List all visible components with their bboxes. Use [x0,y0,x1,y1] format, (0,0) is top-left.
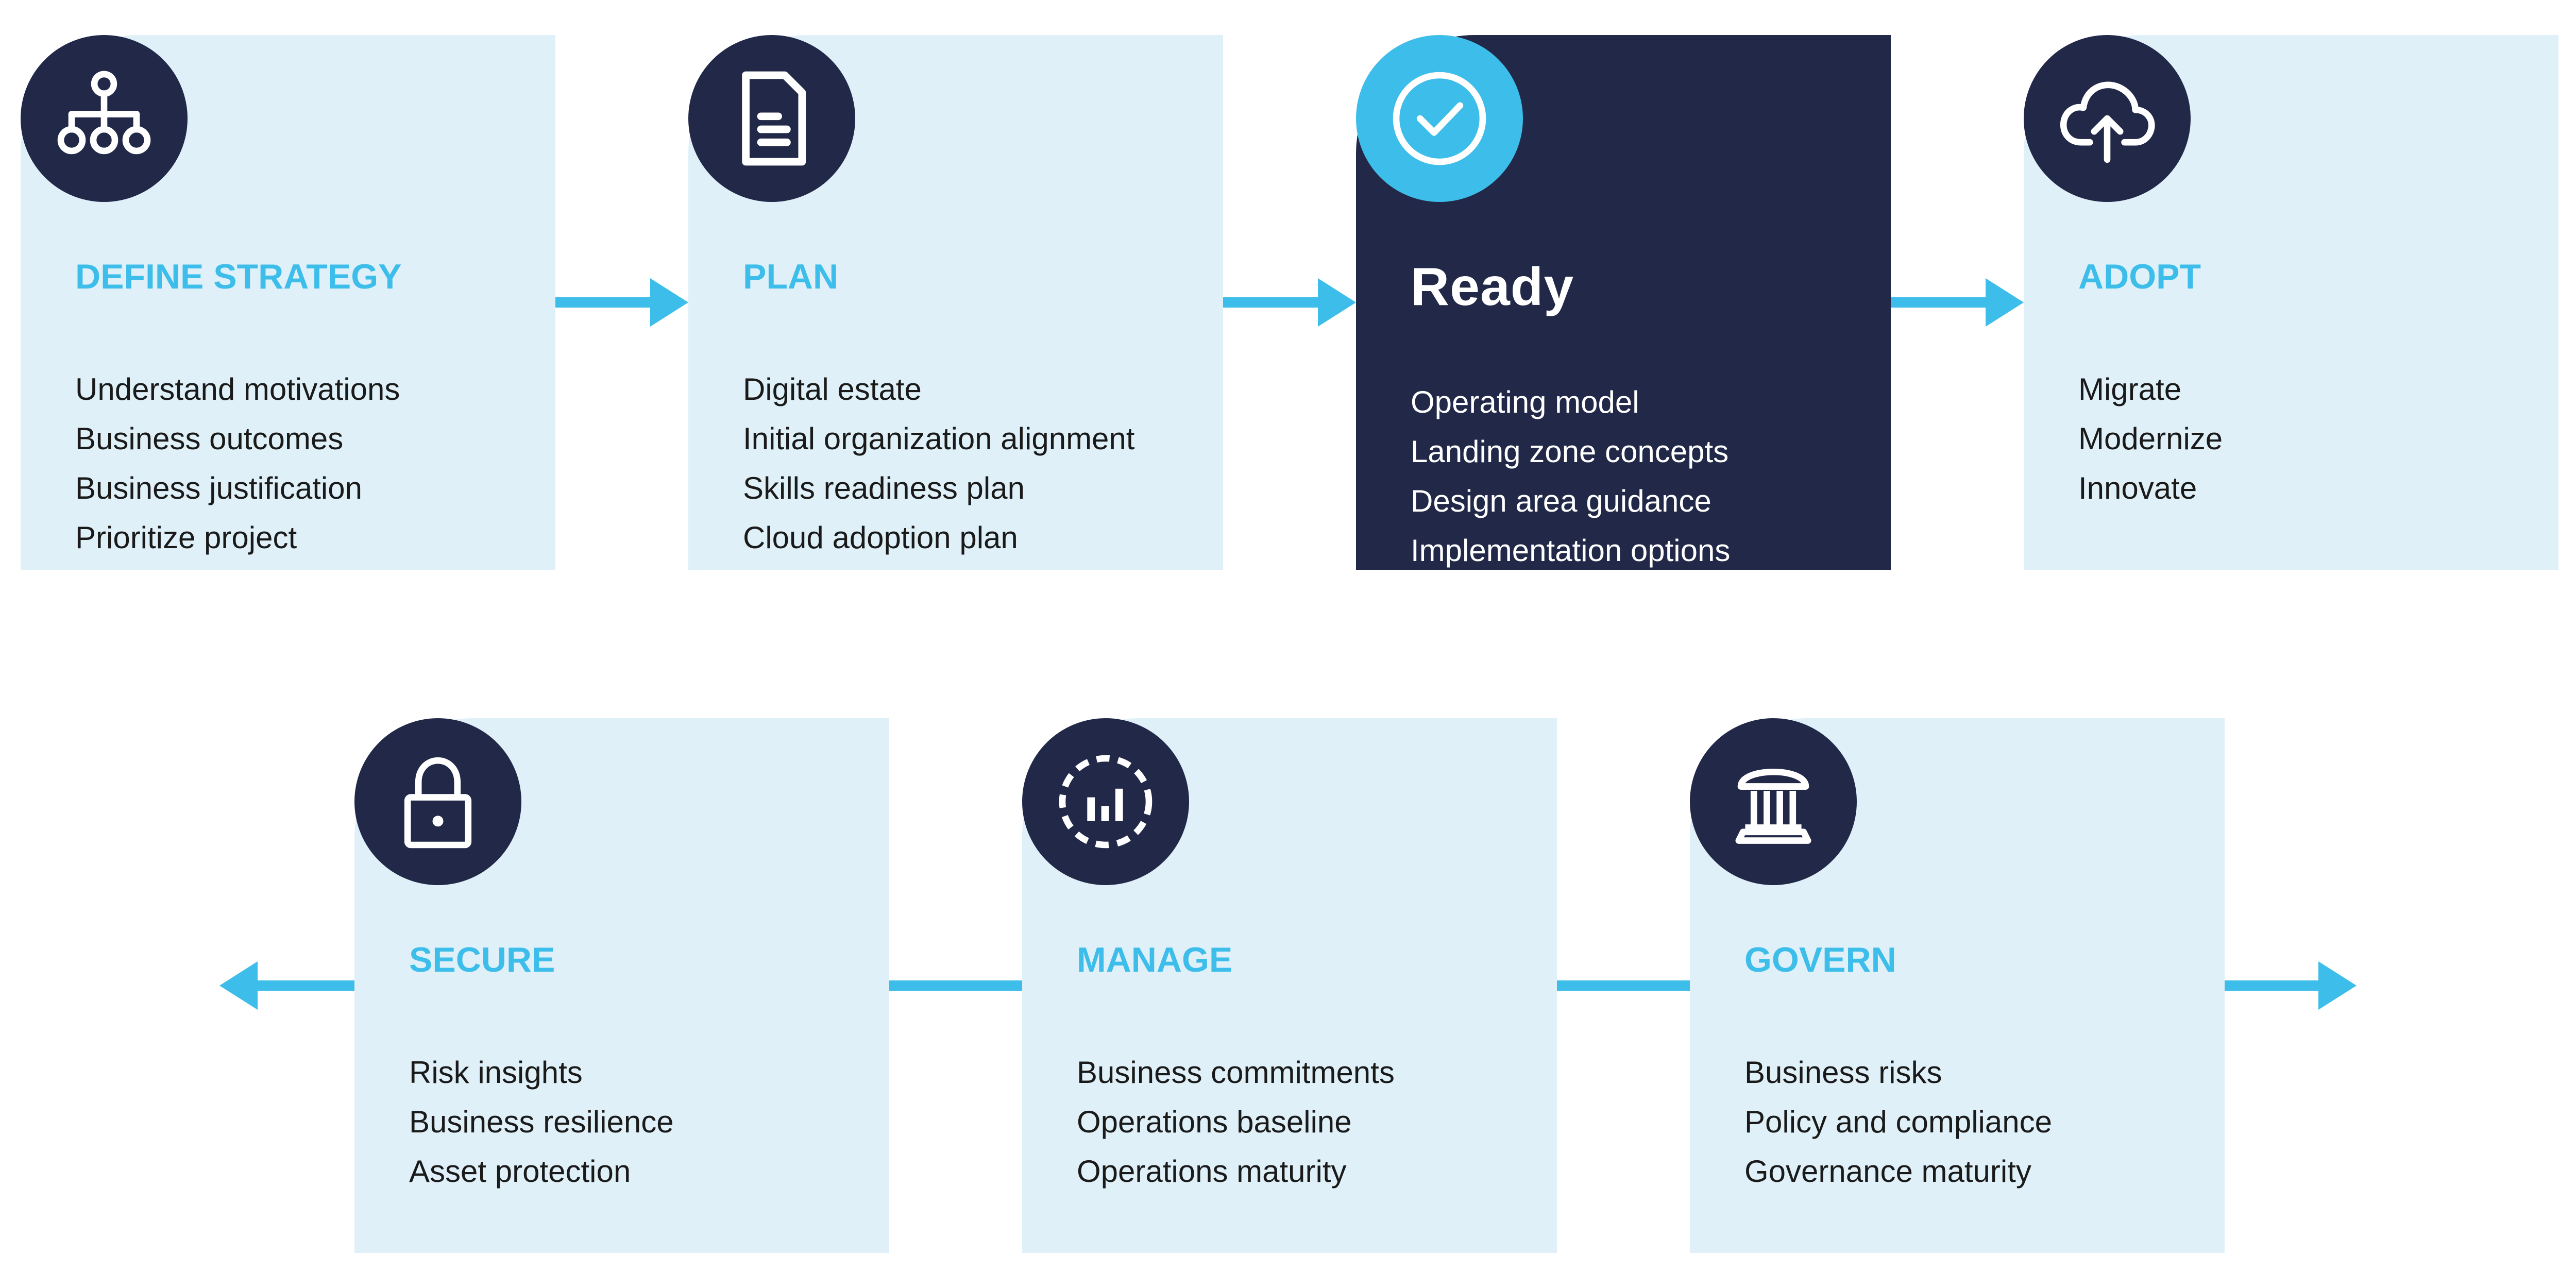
arrow-left-from-secure [219,961,355,1010]
card-item: Digital estate [743,372,922,406]
card-item: Business resilience [409,1105,674,1139]
card-item: Migrate [2078,372,2182,406]
card-title: MANAGE [1077,940,1233,979]
arrow-right-from-govern [2225,961,2357,1010]
card-item: Business justification [75,471,362,505]
card-items: Business commitments Operations baseline… [1077,1048,1395,1196]
card-title: PLAN [743,257,839,296]
arrow-plan-to-ready [1222,278,1356,327]
card-item: Cloud adoption plan [743,520,1018,555]
card-item: Prioritize project [75,520,297,555]
card-item: Skills readiness plan [743,471,1025,505]
card-item: Operating model [1411,385,1639,419]
card-items: Digital estate Initial organization alig… [743,365,1134,563]
card-item: Governance maturity [1744,1154,2031,1189]
card-item: Policy and compliance [1744,1105,2052,1139]
arrow-strategy-to-plan [554,278,688,327]
card-item: Business outcomes [75,421,344,456]
cloud-upload-icon [2024,35,2191,202]
card-title: DEFINE STRATEGY [75,257,402,296]
card-item: Business risks [1744,1055,1942,1090]
card-item: Operations maturity [1077,1154,1347,1189]
document-icon [688,35,855,202]
card-item: Design area guidance [1411,484,1711,518]
card-item: Innovate [2078,471,2197,505]
card-item: Asset protection [409,1154,631,1189]
hierarchy-icon [21,35,188,202]
arrow-ready-to-adopt [1890,278,2024,327]
card-title: SECURE [409,940,555,979]
card-items: Business risks Policy and compliance Gov… [1744,1048,2052,1196]
building-columns-icon [1690,718,1857,885]
card-item: Landing zone concepts [1411,434,1729,469]
card-items: Operating model Landing zone concepts De… [1411,378,1730,575]
card-item: Risk insights [409,1055,583,1090]
card-manage: MANAGE Business commitments Operations b… [1022,718,1557,1253]
card-title: Ready [1411,257,1574,317]
card-items: Risk insights Business resilience Asset … [409,1048,674,1196]
card-item: Initial organization alignment [743,421,1135,456]
checkmark-circle-icon [1356,35,1523,202]
card-title: GOVERN [1744,940,1896,979]
card-item: Operations baseline [1077,1105,1352,1139]
lock-icon [354,718,521,885]
card-items: Migrate Modernize Innovate [2078,365,2223,513]
card-item: Business commitments [1077,1055,1395,1090]
card-item: Implementation options [1411,533,1731,568]
card-title: ADOPT [2078,257,2201,296]
card-items: Understand motivations Business outcomes… [75,365,400,563]
card-item: Understand motivations [75,372,400,406]
card-item: Modernize [2078,421,2223,456]
chart-dashed-circle-icon [1022,718,1189,885]
